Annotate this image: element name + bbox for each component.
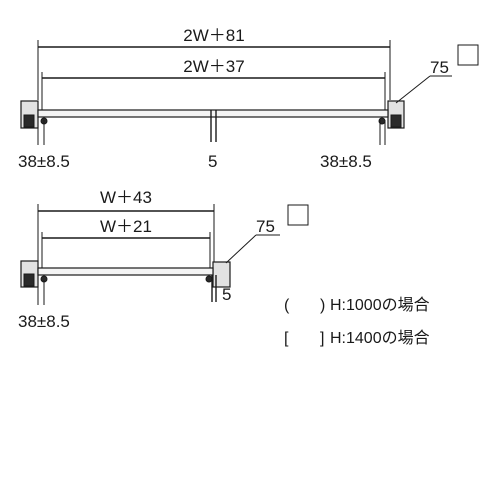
legend-h1000-close: ) <box>320 297 325 314</box>
top-inner-dim-label: 2W＋37 <box>183 57 244 76</box>
legend-h1400-open: [ <box>284 330 289 347</box>
top-rail-bar <box>37 109 389 118</box>
bottom-left-offset-label: 38±8.5 <box>18 312 70 331</box>
top-post-size-label: 75 <box>430 58 449 77</box>
bottom-view: W＋43 W＋21 5 75 38±8.5 <box>18 188 309 331</box>
bottom-post-leader <box>225 234 257 264</box>
legend-h1000-open: ( <box>284 297 290 314</box>
bottom-left-post-base <box>23 273 35 287</box>
top-left-post-base <box>23 114 35 128</box>
legend-h1000-text: H:1000の場合 <box>330 296 430 314</box>
bottom-right-dim-label: 5 <box>222 285 231 304</box>
bottom-overall-dim-label: W＋43 <box>100 188 152 207</box>
top-center-dim-label: 5 <box>208 152 217 171</box>
top-post-square-symbol <box>457 44 479 66</box>
top-view: 2W＋81 2W＋37 75 38±8.5 5 38±8.5 <box>18 26 479 171</box>
bottom-post-size-label: 75 <box>256 217 275 236</box>
top-overall-dim-label: 2W＋81 <box>183 26 244 45</box>
bottom-post-square-symbol <box>287 204 309 226</box>
top-right-post-base <box>390 114 402 128</box>
bottom-rail-bar <box>37 267 214 276</box>
bottom-right-bracket <box>205 275 213 283</box>
legend-h1400-text: H:1400の場合 <box>330 329 430 347</box>
legend: ( ) H:1000の場合 [ ] H:1400の場合 <box>284 296 430 347</box>
top-right-offset-label: 38±8.5 <box>320 152 372 171</box>
top-post-leader <box>395 75 431 104</box>
bottom-inner-dim-label: W＋21 <box>100 217 152 236</box>
top-left-offset-label: 38±8.5 <box>18 152 70 171</box>
legend-h1400-close: ] <box>320 330 324 347</box>
